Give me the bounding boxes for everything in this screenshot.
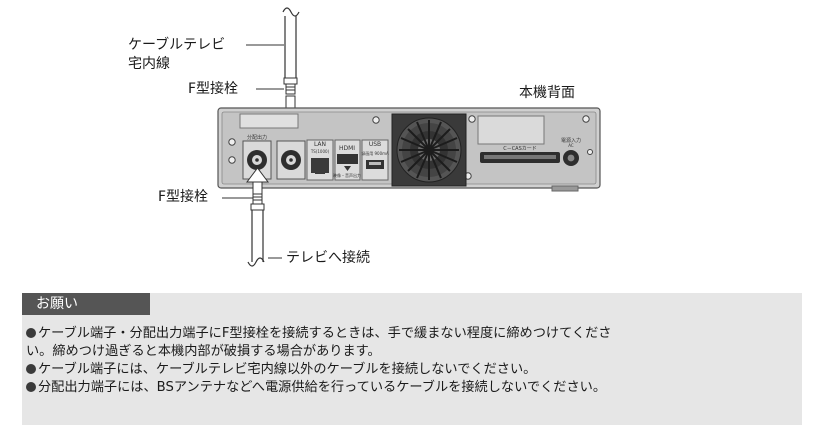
- notice-item-continuation: い。締めつけ過ぎると本機内部が破損する場合があります。: [26, 343, 796, 361]
- panel-label-hdmi-sub: 映像・音声出力: [333, 172, 361, 178]
- bullet-icon: [26, 328, 36, 338]
- f-connector-top-label: F型接栓: [188, 81, 239, 97]
- notice-items: ケーブル端子・分配出力端子にF型接栓を接続するときは、手で緩まない程度に締めつけ…: [26, 325, 796, 397]
- notice-item: ケーブル端子・分配出力端子にF型接栓を接続するときは、手で緩まない程度に締めつけ…: [26, 325, 796, 343]
- panel-label-lan: LAN: [314, 141, 326, 148]
- notice-item-text: 分配出力端子には、BSアンテナなどへ電源供給を行っているケーブルを接続しないでく…: [38, 380, 607, 395]
- device-rear-label: 本機背面: [519, 85, 575, 101]
- panel-label-usb-sub: 録画用 900mA: [361, 150, 389, 156]
- notice-title: お願い: [36, 296, 78, 312]
- notice-tab: お願い: [22, 293, 150, 315]
- panel-label-dist-out: 分配出力: [247, 134, 267, 141]
- to-tv-label: テレビへ接続: [286, 250, 370, 266]
- bullet-icon: [26, 382, 36, 392]
- notice-item: ケーブル端子には、ケーブルテレビ宅内線以外のケーブルを接続しないでください。: [26, 361, 796, 379]
- incoming-cable: [282, 7, 300, 78]
- notice-item-text: ケーブル端子には、ケーブルテレビ宅内線以外のケーブルを接続しないでください。: [38, 362, 537, 377]
- notice-item-text: い。締めつけ過ぎると本機内部が破損する場合があります。: [26, 344, 381, 359]
- f-connector-bottom-label: F型接栓: [158, 189, 209, 205]
- panel-label-power-sub: AC: [568, 143, 574, 148]
- panel-label-lan-sub: TS(1000): [310, 149, 330, 154]
- panel-label-hdmi: HDMI: [339, 145, 355, 152]
- panel-label-card: C－CASカード: [503, 146, 537, 152]
- f-connector-top: [283, 77, 298, 95]
- cable-label-line1: ケーブルテレビ: [128, 37, 226, 53]
- f-connector-bottom: [250, 193, 265, 211]
- bullet-icon: [26, 364, 36, 374]
- notice-item: 分配出力端子には、BSアンテナなどへ電源供給を行っているケーブルを接続しないでく…: [26, 379, 796, 397]
- connection-diagram: 分配出力 LAN TS(1000) HDMI 映像・音声出力 USB 録画用 9…: [217, 7, 601, 267]
- notice-box: お願い ケーブル端子・分配出力端子にF型接栓を接続するときは、手で緩まない程度に…: [22, 293, 802, 425]
- device-rear-panel: [217, 107, 601, 192]
- panel-label-power: 電源入力: [561, 137, 581, 144]
- notice-item-text: ケーブル端子・分配出力端子にF型接栓を接続するときは、手で緩まない程度に締めつけ…: [38, 326, 612, 341]
- cable-label-line2: 宅内線: [128, 56, 170, 72]
- outgoing-cable: [247, 210, 265, 267]
- panel-label-usb: USB: [369, 141, 381, 148]
- arrow-from-dist-out: [246, 167, 269, 195]
